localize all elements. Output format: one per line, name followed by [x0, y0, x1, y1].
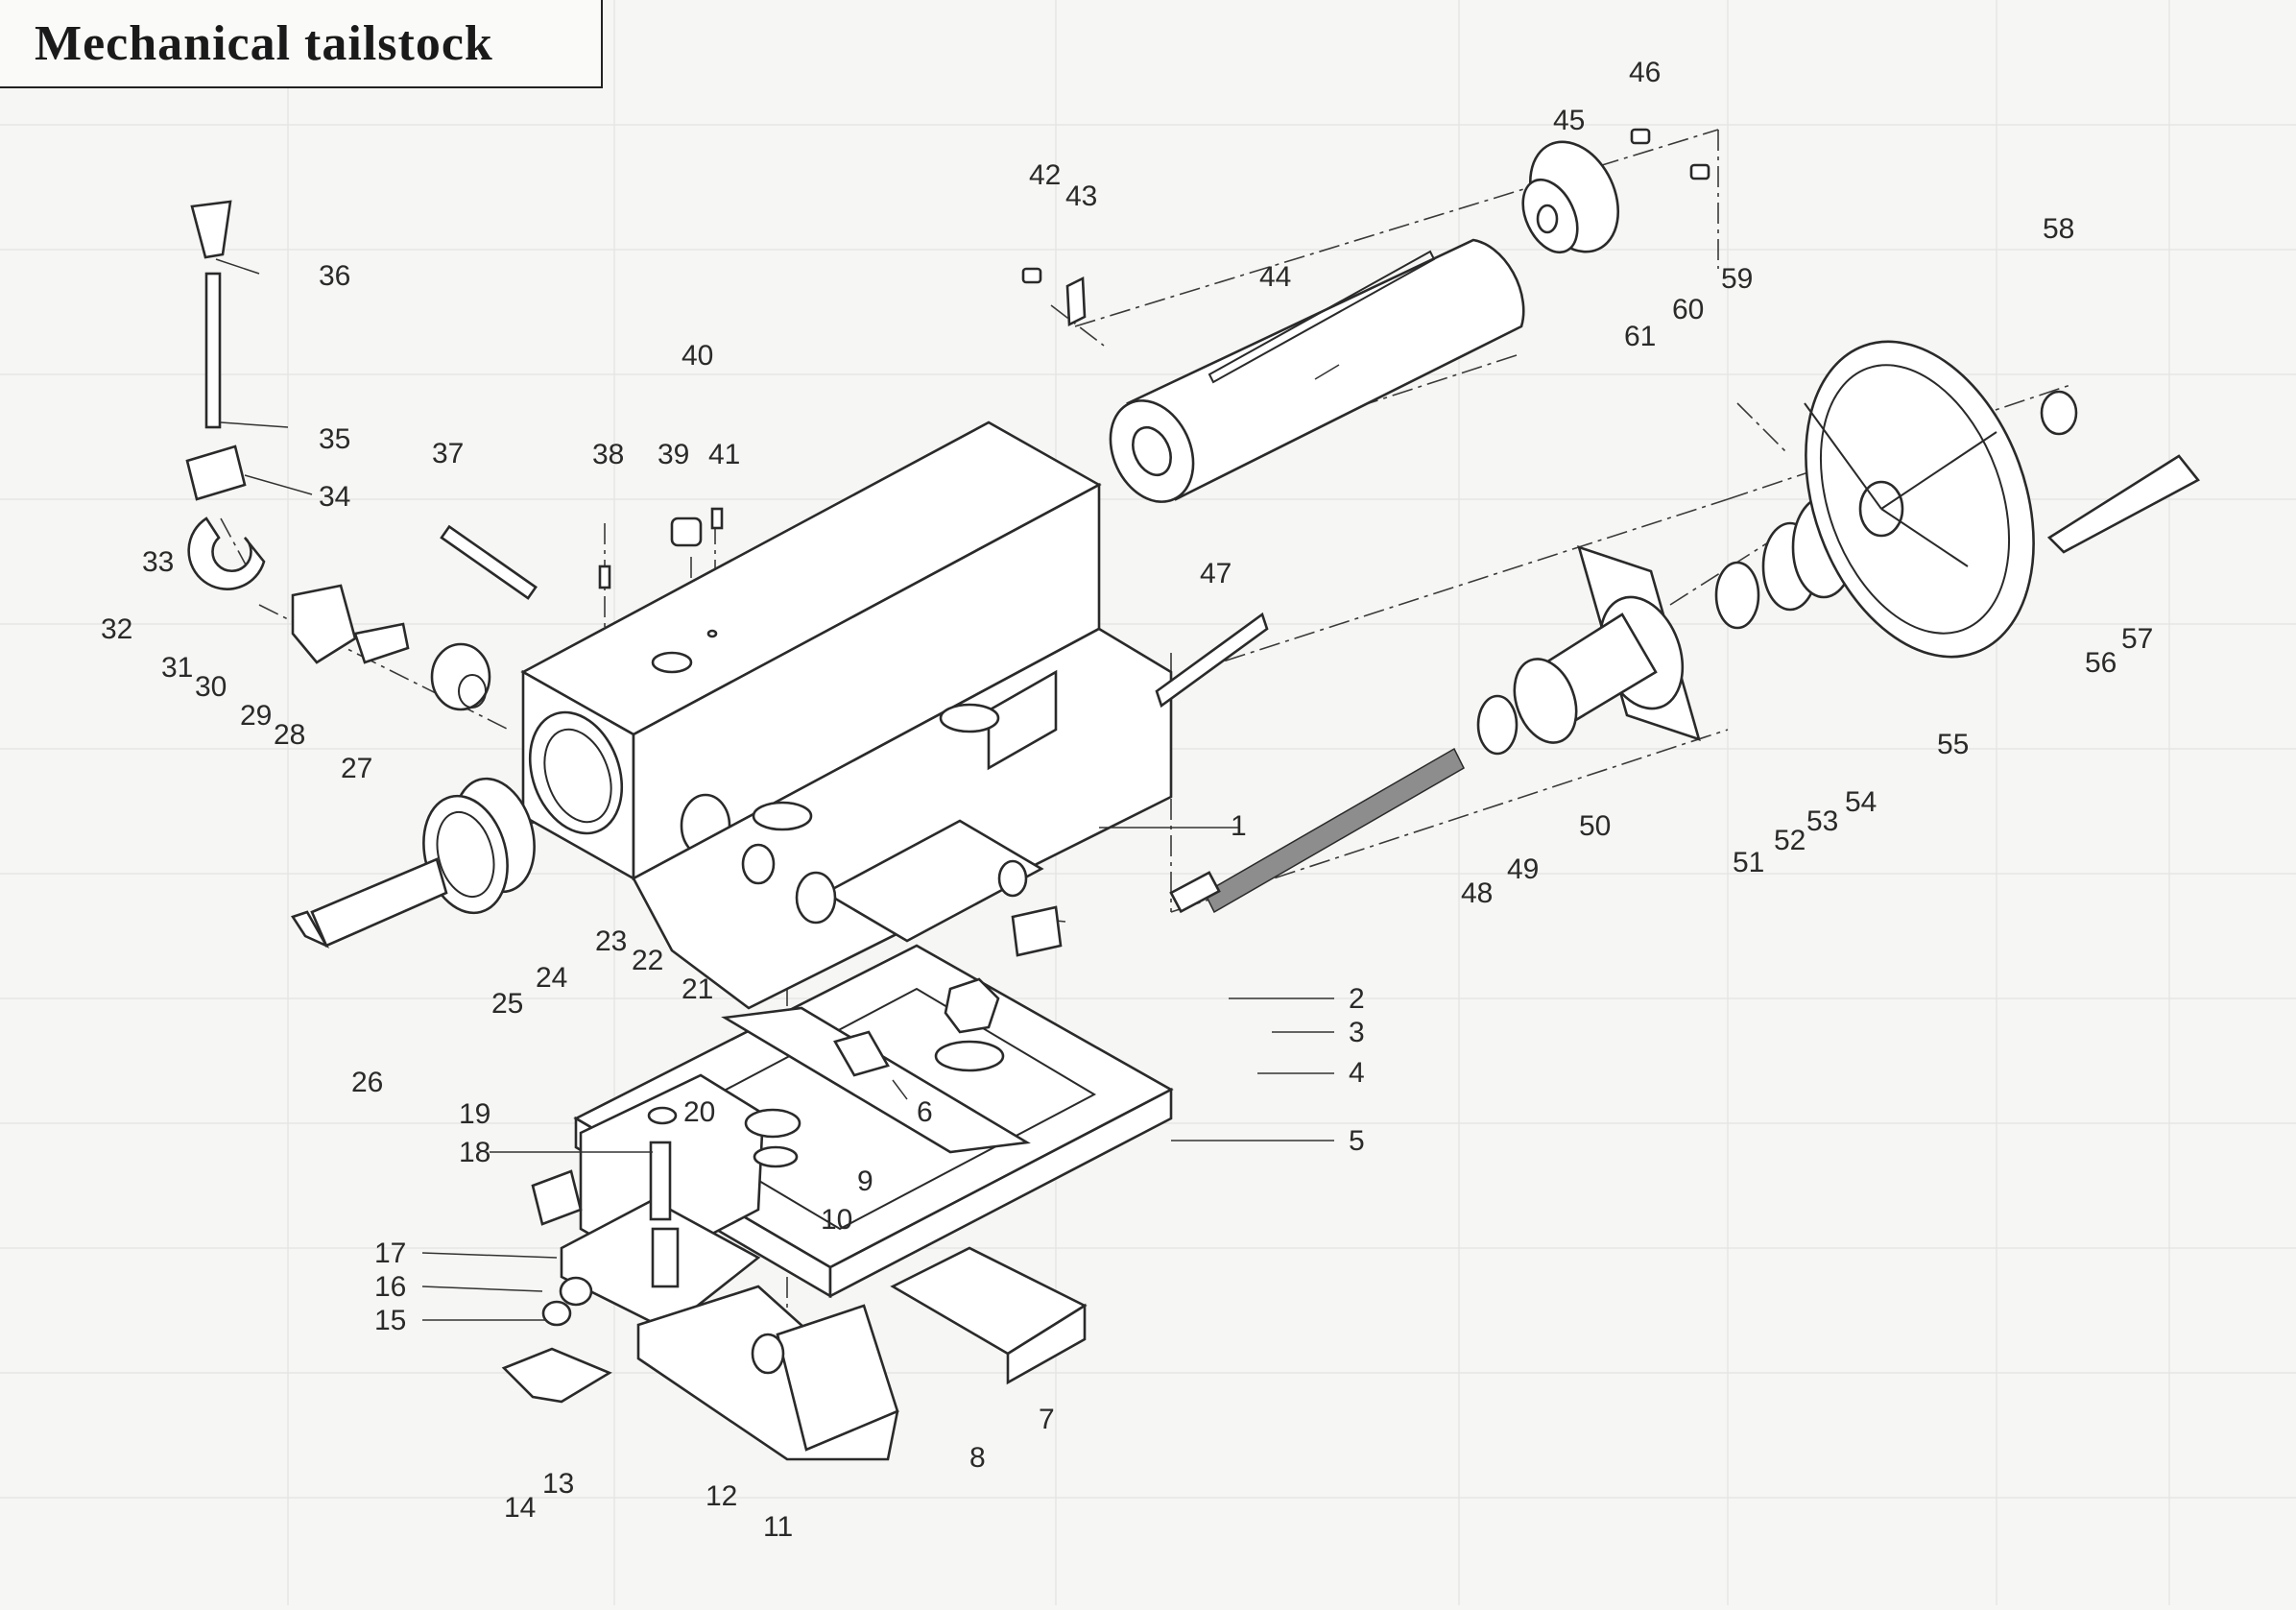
callout-53: 53 — [1806, 805, 1838, 837]
callout-9: 9 — [857, 1165, 873, 1197]
callout-27: 27 — [341, 753, 372, 784]
callout-6: 6 — [917, 1096, 933, 1128]
callout-34: 34 — [319, 481, 350, 513]
callout-51: 51 — [1733, 847, 1764, 878]
callout-45: 45 — [1553, 105, 1585, 136]
callout-8: 8 — [969, 1442, 986, 1474]
callout-40: 40 — [682, 340, 713, 372]
callout-4: 4 — [1349, 1057, 1365, 1089]
callout-1: 1 — [1231, 810, 1247, 842]
callout-22: 22 — [632, 945, 663, 976]
callout-19: 19 — [459, 1098, 490, 1130]
callout-52: 52 — [1774, 825, 1806, 856]
callout-59: 59 — [1721, 263, 1753, 295]
callout-7: 7 — [1039, 1404, 1055, 1435]
callout-23: 23 — [595, 925, 627, 957]
callout-13: 13 — [542, 1468, 574, 1500]
callout-18: 18 — [459, 1137, 490, 1168]
callout-32: 32 — [101, 613, 132, 645]
pins-38-41 — [598, 507, 724, 589]
bearing-housing — [1513, 544, 1701, 744]
callout-49: 49 — [1507, 853, 1539, 885]
key-screw-part — [1021, 267, 1087, 327]
callout-28: 28 — [274, 719, 305, 751]
callout-37: 37 — [432, 438, 464, 469]
lead-screw — [1155, 612, 1519, 914]
callout-41: 41 — [708, 439, 740, 470]
clamp-bolt-parts — [430, 524, 538, 711]
title-box: Mechanical tailstock — [0, 0, 603, 88]
callout-5: 5 — [1349, 1125, 1365, 1157]
callout-21: 21 — [682, 973, 713, 1005]
callout-3: 3 — [1349, 1017, 1365, 1048]
callout-60: 60 — [1672, 294, 1704, 325]
flange-part — [1521, 140, 1620, 254]
washer-22-23 — [741, 843, 837, 925]
callout-43: 43 — [1065, 180, 1097, 212]
callout-61: 61 — [1624, 321, 1656, 352]
callout-26: 26 — [351, 1067, 383, 1098]
callout-16: 16 — [374, 1271, 406, 1303]
page-title: Mechanical tailstock — [35, 16, 493, 71]
callout-20: 20 — [683, 1096, 715, 1128]
clamp-assembly — [560, 1073, 801, 1332]
flange-screws — [1630, 128, 1710, 180]
callout-12: 12 — [706, 1480, 737, 1512]
tailstock-body — [520, 421, 1173, 1010]
callout-39: 39 — [658, 439, 689, 470]
callout-25: 25 — [491, 988, 523, 1020]
callout-55: 55 — [1937, 729, 1969, 760]
callout-2: 2 — [1349, 983, 1365, 1015]
callout-48: 48 — [1461, 877, 1493, 909]
callout-46: 46 — [1629, 57, 1661, 88]
callout-33: 33 — [142, 546, 174, 578]
callout-35: 35 — [319, 423, 350, 455]
callout-31: 31 — [161, 652, 193, 684]
callout-29: 29 — [240, 700, 272, 732]
callout-42: 42 — [1029, 159, 1061, 191]
callout-38: 38 — [592, 439, 624, 470]
callout-11: 11 — [763, 1511, 793, 1543]
live-center-parts — [290, 777, 536, 949]
callout-15: 15 — [374, 1305, 406, 1336]
callout-30: 30 — [195, 671, 227, 703]
callout-57: 57 — [2121, 623, 2153, 655]
callout-44: 44 — [1259, 261, 1291, 293]
handwheel — [1804, 340, 2200, 659]
callout-36: 36 — [319, 260, 350, 292]
callout-47: 47 — [1200, 558, 1232, 589]
quill-part — [1109, 238, 1525, 503]
callout-50: 50 — [1579, 810, 1611, 842]
leader-lines — [215, 258, 1340, 1321]
callout-56: 56 — [2085, 647, 2117, 679]
bottom-clamp — [636, 1246, 1088, 1461]
callout-58: 58 — [2043, 213, 2074, 245]
callout-14: 14 — [504, 1492, 536, 1524]
handle-lever — [185, 200, 410, 664]
callout-54: 54 — [1845, 786, 1877, 818]
callout-10: 10 — [821, 1204, 852, 1236]
small-clamp-parts — [501, 1169, 612, 1404]
callout-24: 24 — [536, 962, 567, 994]
gib-strip — [1011, 905, 1063, 957]
callout-17: 17 — [374, 1238, 406, 1269]
